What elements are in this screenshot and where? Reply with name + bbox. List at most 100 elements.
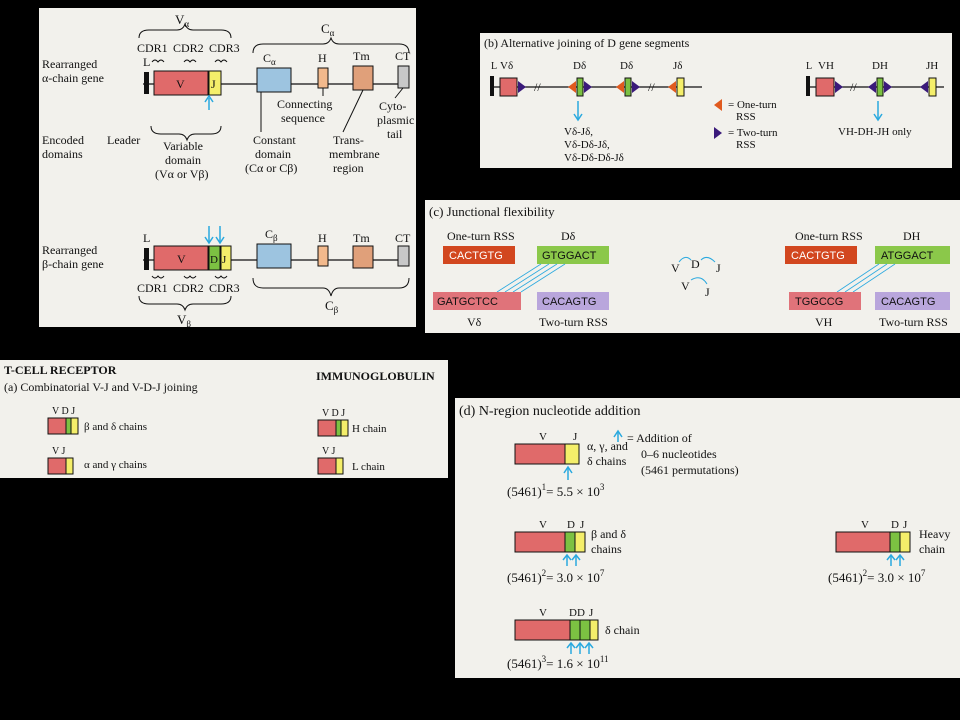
beta-v-segment — [153, 245, 209, 271]
cb-brace — [252, 277, 410, 297]
d-r3-formula: (5461)2= 3.0 × 107 — [828, 568, 926, 585]
ca-top-label: Cα — [321, 21, 335, 38]
beta-h-label: H — [318, 231, 327, 245]
b-two-turn-rss-1 — [518, 81, 526, 93]
c-left-rss-one-box — [443, 246, 515, 264]
d-r3-v: V — [861, 519, 869, 531]
trans-label-2: membrane — [329, 147, 380, 161]
d-r3-chains-2: chain — [919, 542, 945, 556]
d-r2-chains-1: β and δ — [591, 527, 626, 541]
d-r4-arrowhead-2 — [575, 641, 585, 649]
connecting-label-2: sequence — [281, 111, 325, 125]
alpha-c-label: Cα — [263, 51, 276, 67]
c-left-v-delta-label: Vδ — [467, 315, 482, 329]
d-r1-j: J — [573, 431, 578, 443]
b-legend-one-turn: = One-turn — [728, 99, 777, 111]
alpha-h-label: H — [318, 51, 327, 65]
tm-pointer — [342, 89, 364, 133]
d-r2-formula: (5461)2= 3.0 × 107 — [507, 568, 605, 585]
d-r3-d: D — [891, 519, 899, 531]
rearranged-alpha-label-1: Rearranged — [42, 57, 97, 71]
c-left-v-seq: GATGCTCC — [437, 296, 498, 308]
beta-cdr2-mark — [183, 275, 197, 279]
c-left-d-box — [537, 246, 609, 264]
d-r2-chains-2: chains — [591, 542, 622, 556]
b-break-2: // — [648, 80, 655, 94]
a-h-v — [317, 419, 337, 437]
alpha-ct-label: CT — [395, 49, 411, 63]
cdr3-mark — [214, 59, 228, 63]
d-r2-d: D — [567, 519, 575, 531]
c-right-dh-label: DH — [903, 229, 921, 243]
vb-brace — [138, 295, 232, 312]
d-r4-d2-seg — [579, 619, 591, 641]
a-bd-d — [65, 417, 72, 435]
c-mid-arrow-3 — [690, 277, 708, 285]
a-ag-j — [65, 457, 74, 475]
beta-d-label: D — [210, 254, 218, 266]
c-mid-j: J — [716, 261, 721, 275]
d-r2-j: J — [580, 519, 585, 531]
beta-c-label: Cβ — [265, 227, 278, 243]
b-vh-label: VH — [818, 60, 834, 72]
cdr1-mark — [151, 59, 165, 63]
b-legend-one-turn-icon — [714, 99, 722, 111]
cyto-label-2: plasmic — [377, 113, 414, 127]
d-r4-j-seg — [589, 619, 599, 641]
d-r3-chains-1: Heavy — [919, 527, 950, 541]
beta-cdr2-label: CDR2 — [173, 281, 204, 295]
b-l-label: L — [491, 61, 497, 72]
b-legend-one-turn-2: RSS — [736, 111, 756, 123]
d-r4-v: V — [539, 607, 547, 619]
a-vdj-label-2: V D J — [322, 408, 345, 419]
b-d-delta-seg-1 — [576, 77, 584, 97]
c-right-v-seq: TGGCCG — [795, 296, 843, 308]
c-mid-d: D — [691, 257, 700, 271]
b-one-turn-rss-3 — [668, 81, 676, 93]
gene-structure-diagram: Vα Cα CDR1 CDR2 CDR3 Rearranged α-chain … — [42, 12, 414, 327]
b-jh-seg — [928, 77, 937, 97]
cdr2-mark — [183, 59, 197, 63]
c-right-rss-one-seq: CACTGTG — [791, 250, 845, 262]
d-r1-formula: (5461)1= 5.5 × 103 — [507, 482, 605, 499]
beta-d-segment — [208, 245, 221, 271]
a-h-chain-label: H chain — [352, 423, 387, 435]
panel-d: (d) N-region nucleotide addition = Addit… — [455, 398, 960, 678]
a-tcr-heading: T-CELL RECEPTOR — [4, 363, 117, 377]
b-legend-two-turn: = Two-turn — [728, 127, 778, 139]
rearranged-beta-label-1: Rearranged — [42, 243, 97, 257]
d-r4-j: J — [589, 607, 594, 619]
b-v-delta-label: Vδ — [500, 60, 513, 72]
variable-brace — [150, 125, 222, 142]
beta-j-label: J — [222, 254, 227, 266]
b-h-two-turn-rss-3 — [884, 81, 892, 93]
b-two-turn-rss-2 — [584, 81, 592, 93]
c-mid-arrow-1 — [678, 256, 692, 263]
d-r1-chains-2: δ chains — [587, 454, 627, 468]
b-d-delta-label-1: Dδ — [573, 60, 586, 72]
c-right-rss-two-box — [875, 292, 950, 310]
c-right-v-box — [789, 292, 861, 310]
d-r4-formula: (5461)3= 1.6 × 1011 — [507, 654, 609, 671]
cdr2-label: CDR2 — [173, 41, 204, 55]
b-two-turn-rss-3 — [632, 81, 640, 93]
alpha-tm-label: Tm — [353, 49, 370, 63]
d-legend-3: (5461 permutations) — [641, 463, 739, 477]
c-right-pairing-lines — [836, 263, 896, 293]
c-right-d-box — [875, 246, 950, 264]
alpha-j-segment — [208, 70, 222, 96]
c-left-rss-one-seq: CACTGTG — [449, 250, 503, 262]
constant-label-1: Constant — [253, 133, 296, 147]
d-r3-j: J — [903, 519, 908, 531]
b-one-turn-rss-2 — [616, 81, 624, 93]
b-h-arrowhead — [873, 113, 883, 122]
c-left-v-box — [433, 292, 521, 310]
c-left-d-seq: GTGGACT — [542, 250, 597, 262]
constant-label-3: (Cα or Cβ) — [245, 161, 297, 175]
d-r3-j-seg — [899, 531, 911, 553]
b-h-two-turn-rss-4 — [920, 81, 928, 93]
c-left-two-turn-label: Two-turn RSS — [539, 315, 608, 329]
cyto-label-3: tail — [387, 127, 403, 141]
d-r2-arrowhead-2 — [571, 553, 581, 561]
va-label: Vα — [175, 12, 189, 29]
